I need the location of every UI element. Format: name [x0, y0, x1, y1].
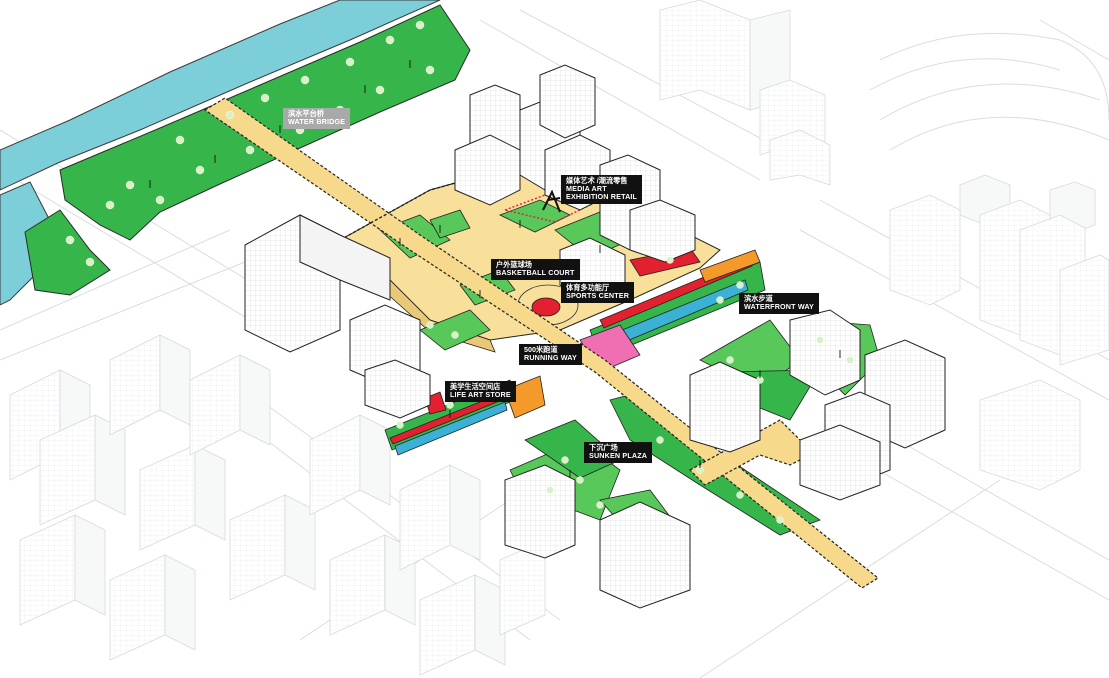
- label-waterfront-en: WATERFRONT WAY: [744, 303, 814, 311]
- label-basketball: 户外篮球场 BASKETBALL COURT: [491, 259, 580, 280]
- label-sunken-en: SUNKEN PLAZA: [589, 452, 647, 460]
- label-life-art-en: LIFE ART STORE: [450, 391, 511, 399]
- label-running-en: RUNNING WAY: [524, 354, 577, 362]
- label-waterfront: 滨水步道 WATERFRONT WAY: [739, 293, 819, 314]
- label-sunken: 下沉广场 SUNKEN PLAZA: [584, 442, 652, 463]
- label-water-bridge-en: WATER BRIDGE: [288, 118, 345, 126]
- label-basketball-en: BASKETBALL COURT: [496, 269, 575, 277]
- label-media-art: 媒体艺术 /潮流零售 MEDIA ART EXHIBITION RETAIL: [561, 175, 642, 204]
- label-sports-en: SPORTS CENTER: [566, 292, 629, 300]
- label-life-art: 美学生活空间店 LIFE ART STORE: [445, 381, 516, 402]
- label-media-art-en2: EXHIBITION RETAIL: [566, 193, 637, 201]
- label-running: 500米跑道 RUNNING WAY: [519, 344, 582, 365]
- label-sports: 体育多功能厅 SPORTS CENTER: [561, 282, 634, 303]
- label-water-bridge: 滨水平台桥 WATER BRIDGE: [283, 108, 350, 129]
